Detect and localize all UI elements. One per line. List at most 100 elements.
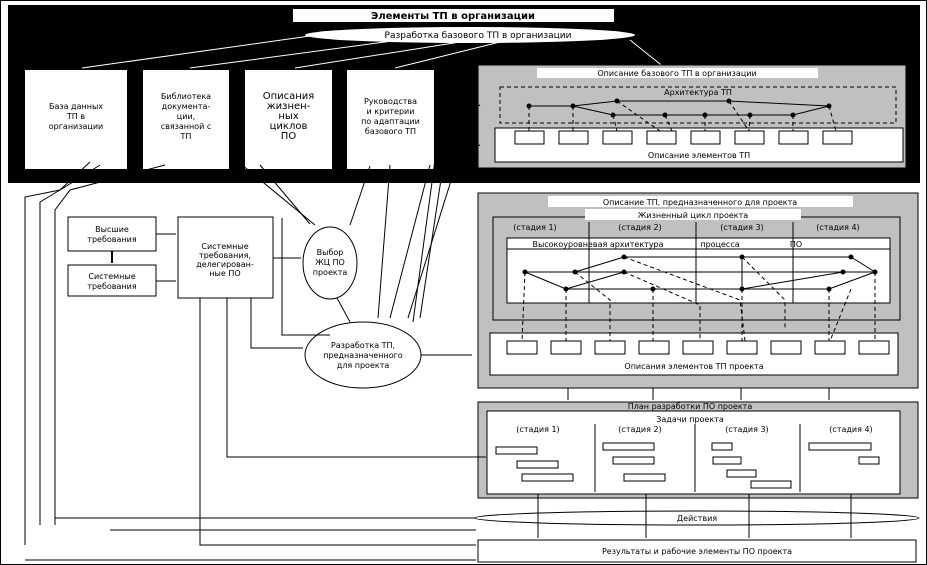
results-label: Результаты и рабочие элементы ПО проекта bbox=[602, 547, 792, 556]
high-requirements-box bbox=[67, 216, 157, 252]
project-element-rect bbox=[770, 340, 802, 355]
lifecycle-choice-circle bbox=[302, 226, 358, 300]
element-rect bbox=[558, 130, 589, 145]
org-box-4-line: по адаптации bbox=[361, 117, 420, 126]
base-desc-box bbox=[537, 68, 818, 78]
project-element-rect bbox=[638, 340, 670, 355]
org-box-2-line: документа- bbox=[162, 102, 211, 111]
org-box-3-line: Описания bbox=[263, 91, 315, 102]
project-element-rect bbox=[594, 340, 626, 355]
svg-text:требования: требования bbox=[87, 235, 137, 244]
project-element-rect bbox=[550, 340, 582, 355]
svg-text:ЖЦ ПО: ЖЦ ПО bbox=[315, 258, 345, 267]
high-arch-label-2: процесса bbox=[700, 240, 739, 249]
results-box bbox=[477, 539, 917, 563]
org-box-4 bbox=[347, 70, 434, 169]
project-element-rect bbox=[682, 340, 714, 355]
architecture-label: Архитектура ТП bbox=[664, 88, 732, 97]
task-bar bbox=[623, 473, 666, 482]
element-rect bbox=[690, 130, 721, 145]
lifecycle-stage-label: (стадия 2) bbox=[618, 223, 661, 232]
lifecycle-label: Жизненный цикл проекта bbox=[638, 211, 748, 220]
element-rect bbox=[734, 130, 765, 145]
org-box-1-line: ТП в bbox=[66, 112, 85, 121]
plan-stage-label: (стадия 2) bbox=[618, 425, 661, 434]
task-bar bbox=[750, 480, 792, 489]
svg-text:предназначенного: предназначенного bbox=[323, 351, 402, 360]
project-arch-node bbox=[840, 269, 846, 275]
org-box-3-line: ПО bbox=[281, 131, 297, 142]
svg-text:для проекта: для проекта bbox=[337, 361, 390, 370]
title-box bbox=[293, 9, 614, 22]
task-bar bbox=[711, 442, 733, 451]
org-box-1 bbox=[25, 70, 127, 169]
org-box-3-line: жизнен- bbox=[267, 101, 311, 112]
element-rect bbox=[778, 130, 809, 145]
org-dev-ellipse bbox=[305, 27, 635, 43]
svg-text:проекта: проекта bbox=[313, 268, 348, 277]
svg-text:требования,: требования, bbox=[199, 251, 251, 260]
actions-label: Действия bbox=[677, 514, 717, 523]
base-desc-label: Описание базового ТП в организации bbox=[597, 69, 756, 78]
org-box-4-line: и критерии bbox=[367, 107, 415, 116]
svg-text:Системные: Системные bbox=[88, 272, 135, 281]
project-element-rect bbox=[726, 340, 758, 355]
element-rect bbox=[514, 130, 545, 145]
org-box-2-line: ции, bbox=[177, 112, 195, 121]
system-requirements-box bbox=[67, 264, 157, 297]
org-box-4-line: базового ТП bbox=[365, 127, 416, 136]
high-arch-label-1: Высокоуровневая архитектура bbox=[532, 240, 663, 249]
org-box-2-line: ТП bbox=[180, 132, 192, 141]
element-rect bbox=[822, 130, 853, 145]
svg-text:ные ПО: ные ПО bbox=[209, 269, 240, 278]
project-element-rect bbox=[506, 340, 538, 355]
org-box-3 bbox=[245, 70, 332, 169]
org-dev-arrows bbox=[81, 35, 666, 69]
connector-lines bbox=[24, 104, 486, 561]
svg-text:делегирован-: делегирован- bbox=[196, 260, 254, 269]
project-element-rect bbox=[858, 340, 890, 355]
task-bar bbox=[612, 456, 655, 465]
svg-text:Высшие: Высшие bbox=[95, 225, 129, 234]
org-box-2 bbox=[143, 70, 229, 169]
svg-text:Системные: Системные bbox=[201, 242, 248, 251]
org-dev-label: Разработка базового ТП в организации bbox=[385, 31, 572, 41]
delegated-requirements-box bbox=[177, 216, 274, 299]
project-element-rect bbox=[814, 340, 846, 355]
lifecycle-title-box bbox=[585, 209, 801, 220]
plan-stage-label: (стадия 4) bbox=[829, 425, 872, 434]
lifecycle-stage-label: (стадия 4) bbox=[816, 223, 859, 232]
architecture-box bbox=[499, 86, 897, 124]
element-rect bbox=[646, 130, 677, 145]
elements-label: Описание элементов ТП bbox=[648, 151, 750, 160]
task-bar bbox=[858, 456, 880, 465]
svg-text:требования: требования bbox=[87, 282, 137, 291]
task-bar bbox=[712, 456, 742, 465]
org-box-3-line: ных bbox=[278, 111, 298, 122]
task-bar bbox=[495, 446, 538, 455]
element-rect bbox=[602, 130, 633, 145]
project-desc-box bbox=[548, 196, 853, 207]
task-bar bbox=[726, 469, 757, 478]
svg-text:Разработка ТП,: Разработка ТП, bbox=[331, 341, 395, 350]
task-bar bbox=[602, 442, 655, 451]
lifecycle-stage-label: (стадия 3) bbox=[720, 223, 763, 232]
project-arch-node bbox=[848, 254, 854, 260]
plan-stage-label: (стадия 3) bbox=[725, 425, 768, 434]
org-box-2-line: связанной с bbox=[161, 122, 212, 131]
project-desc-label: Описание ТП, предназначенного для проект… bbox=[603, 198, 797, 207]
org-box-3-line: циклов bbox=[270, 121, 308, 132]
project-elements-label: Описания элементов ТП проекта bbox=[624, 362, 763, 371]
org-box-1-line: База данных bbox=[49, 102, 103, 111]
high-arch-label-3: ПО bbox=[790, 240, 802, 249]
plan-label: План разработки ПО проекта bbox=[628, 402, 753, 411]
org-box-4-line: Руководства bbox=[364, 97, 417, 106]
plan-stage-label: (стадия 1) bbox=[516, 425, 559, 434]
tasks-label: Задачи проекта bbox=[656, 415, 724, 424]
task-bar bbox=[516, 460, 559, 469]
task-bar bbox=[808, 442, 872, 451]
plan-to-results-arrows bbox=[537, 388, 852, 538]
svg-text:Выбор: Выбор bbox=[317, 248, 344, 257]
org-box-1-line: организации bbox=[49, 122, 104, 131]
